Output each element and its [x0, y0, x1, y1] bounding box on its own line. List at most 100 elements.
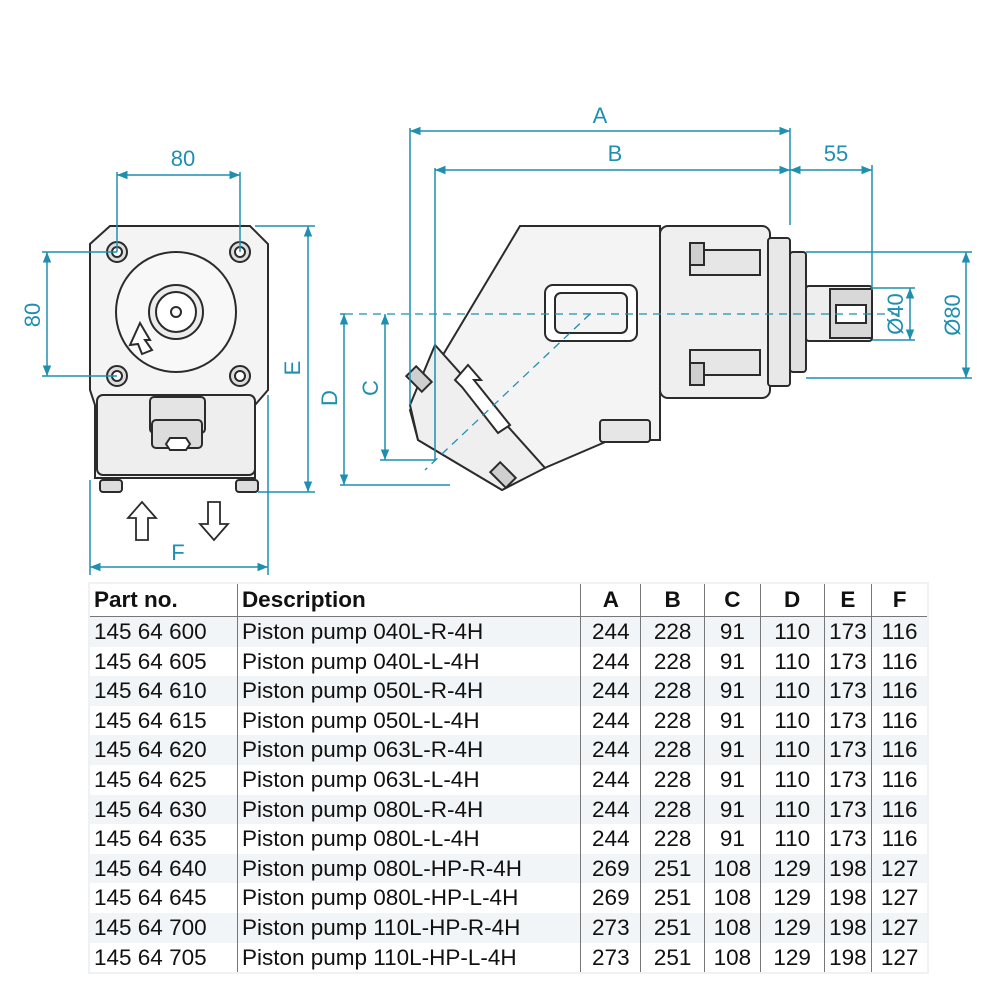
cell-b: 251: [640, 912, 705, 943]
header-e: E: [823, 584, 872, 617]
dim-label-f: F: [171, 540, 184, 565]
right-dimensions: [339, 126, 972, 486]
cell-d: 110: [759, 705, 825, 736]
cell-a: 244: [580, 646, 641, 677]
cell-e: 198: [823, 883, 872, 913]
dim-diameter-80: Ø80: [940, 294, 965, 336]
header-f: F: [871, 584, 927, 617]
centerlines: [345, 313, 900, 471]
cell-a: 269: [580, 853, 641, 884]
cell-a: 273: [580, 912, 641, 943]
table-header-row: Part no. Description A B C D E F: [90, 584, 927, 617]
cell-c: 91: [704, 705, 761, 736]
cell-a: 244: [580, 794, 641, 825]
cell-a: 244: [580, 764, 641, 795]
cell-c: 108: [704, 942, 761, 973]
cell-part-no: 145 64 605: [90, 646, 238, 677]
cell-e: 173: [823, 646, 872, 677]
cell-b: 251: [640, 883, 705, 913]
cell-f: 116: [871, 646, 927, 677]
header-a: A: [580, 584, 641, 617]
dim-left-height: 80: [20, 303, 45, 327]
cell-e: 198: [823, 942, 872, 973]
technical-drawing: 80 80 E F: [20, 103, 972, 575]
cell-part-no: 145 64 615: [90, 705, 238, 736]
cell-b: 228: [640, 735, 705, 765]
cell-d: 110: [759, 764, 825, 795]
cell-c: 91: [704, 735, 761, 765]
cell-b: 228: [640, 824, 705, 854]
cell-a: 244: [580, 735, 641, 765]
cell-description: Piston pump 050L-R-4H: [236, 676, 581, 706]
cell-description: Piston pump 080L-HP-L-4H: [236, 883, 581, 913]
cell-e: 198: [823, 853, 872, 884]
cell-f: 116: [871, 824, 927, 854]
cell-b: 251: [640, 853, 705, 884]
cell-description: Piston pump 040L-R-4H: [236, 616, 581, 647]
flow-arrows: [126, 500, 230, 542]
cell-part-no: 145 64 600: [90, 616, 238, 647]
cell-part-no: 145 64 640: [90, 853, 238, 884]
header-d: D: [759, 584, 825, 617]
cell-a: 244: [580, 824, 641, 854]
dim-label-b: B: [608, 141, 623, 166]
cell-e: 173: [823, 705, 872, 736]
cell-a: 273: [580, 942, 641, 973]
cell-a: 244: [580, 676, 641, 706]
cell-f: 127: [871, 883, 927, 913]
dim-shaft-length: 55: [824, 141, 848, 166]
dim-diameter-40: Ø40: [883, 293, 908, 335]
cell-f: 116: [871, 794, 927, 825]
cell-part-no: 145 64 645: [90, 883, 238, 913]
cell-e: 198: [823, 912, 872, 943]
cell-description: Piston pump 050L-L-4H: [236, 705, 581, 736]
cell-e: 173: [823, 824, 872, 854]
cell-b: 228: [640, 646, 705, 677]
cell-description: Piston pump 110L-HP-R-4H: [236, 912, 581, 943]
cell-f: 116: [871, 764, 927, 795]
cell-f: 116: [871, 616, 927, 647]
cell-f: 116: [871, 676, 927, 706]
left-dimensions: [42, 170, 315, 575]
cell-d: 129: [759, 883, 825, 913]
cell-d: 110: [759, 824, 825, 854]
cell-description: Piston pump 080L-HP-R-4H: [236, 853, 581, 884]
cell-part-no: 145 64 700: [90, 912, 238, 943]
dim-left-width: 80: [171, 146, 195, 171]
cell-description: Piston pump 080L-L-4H: [236, 824, 581, 854]
cell-b: 228: [640, 705, 705, 736]
cell-description: Piston pump 063L-R-4H: [236, 735, 581, 765]
header-c: C: [704, 584, 761, 617]
cell-e: 173: [823, 676, 872, 706]
cell-d: 110: [759, 735, 825, 765]
cell-c: 108: [704, 912, 761, 943]
cell-c: 91: [704, 676, 761, 706]
cell-d: 129: [759, 942, 825, 973]
cell-d: 110: [759, 794, 825, 825]
cell-f: 127: [871, 942, 927, 973]
cell-f: 116: [871, 735, 927, 765]
cell-b: 251: [640, 942, 705, 973]
cell-description: Piston pump 063L-L-4H: [236, 764, 581, 795]
cell-c: 108: [704, 853, 761, 884]
cell-c: 91: [704, 646, 761, 677]
cell-c: 108: [704, 883, 761, 913]
cell-d: 129: [759, 912, 825, 943]
header-part-no: Part no.: [90, 584, 238, 617]
header-b: B: [640, 584, 705, 617]
cell-c: 91: [704, 616, 761, 647]
cell-f: 127: [871, 912, 927, 943]
cell-f: 127: [871, 853, 927, 884]
